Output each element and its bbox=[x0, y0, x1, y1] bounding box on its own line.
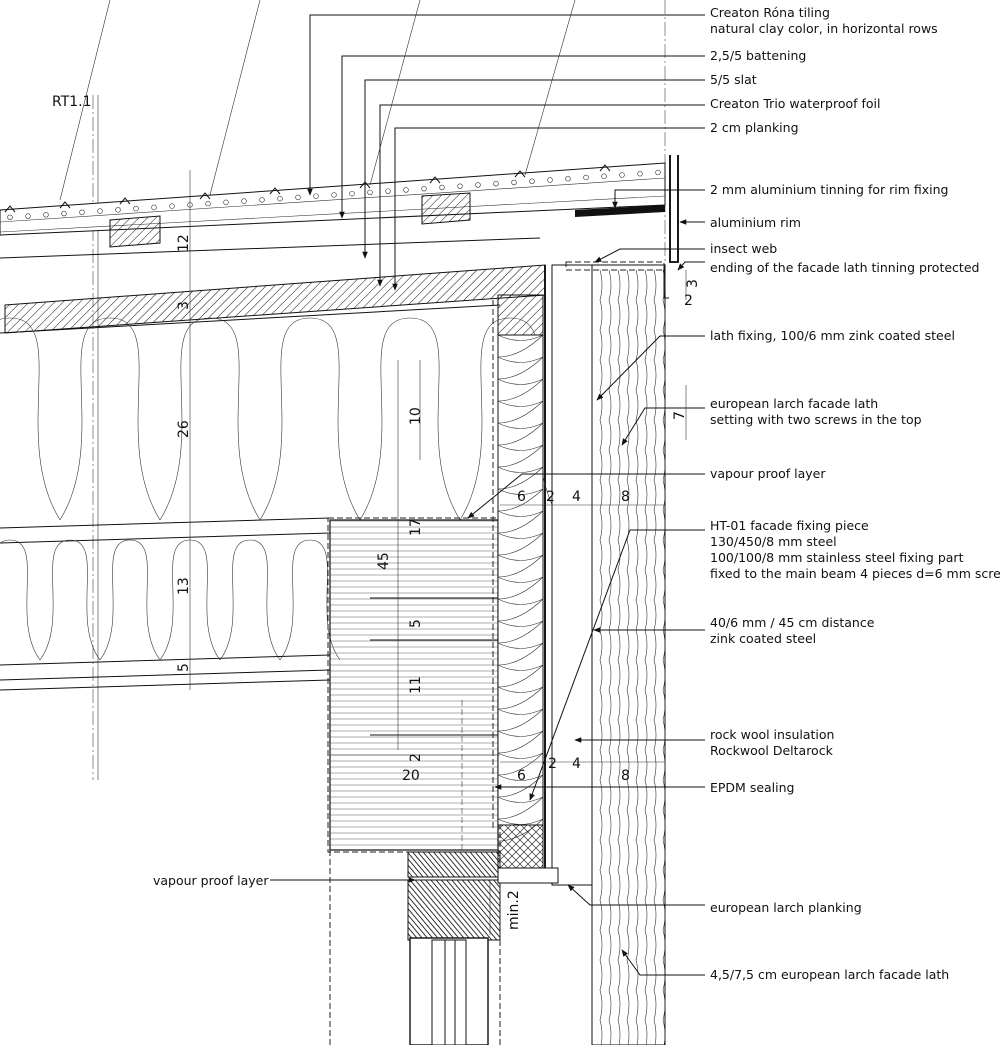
dim-26: 26 bbox=[176, 420, 192, 438]
label-tinning: 2 mm aluminium tinning for rim fixing bbox=[710, 182, 948, 197]
label-lath-fixing: lath fixing, 100/6 mm zink coated steel bbox=[710, 328, 955, 343]
dim-7: 7 bbox=[672, 411, 688, 420]
dim-17: 17 bbox=[408, 518, 424, 536]
dim-2-beam: 2 bbox=[408, 753, 424, 762]
label-facade-lath: 4,5/7,5 cm european larch facade lath bbox=[710, 967, 949, 982]
window-frame bbox=[329, 850, 559, 1045]
label-distance: 40/6 mm / 45 cm distance zink coated ste… bbox=[710, 615, 878, 646]
label-ht01: HT-01 facade fixing piece 130/450/8 mm s… bbox=[710, 518, 1000, 581]
battens bbox=[109, 192, 471, 248]
dim-11: 11 bbox=[408, 676, 424, 694]
dim-2-bottom: 2 bbox=[548, 756, 557, 772]
label-vapour-upper: vapour proof layer bbox=[710, 466, 826, 481]
label-epdm: EPDM sealing bbox=[710, 780, 795, 795]
dim-6-top: 6 bbox=[517, 489, 526, 505]
dim-10: 10 bbox=[408, 407, 424, 425]
dim-2-top: 2 bbox=[546, 489, 555, 505]
dim-3-roof: 3 bbox=[176, 301, 192, 310]
label-slat: 5/5 slat bbox=[710, 72, 757, 87]
dim-5-insulation: 5 bbox=[176, 663, 192, 672]
callout-labels: Creaton Róna tiling natural clay color, … bbox=[153, 5, 1000, 982]
label-planking: 2 cm planking bbox=[710, 120, 799, 135]
label-larch-lath: european larch facade lath setting with … bbox=[710, 396, 922, 427]
dimension-numbers: 12 3 26 10 17 45 13 5 5 11 2 20 6 2 4 8 … bbox=[176, 234, 701, 930]
reference-label: RT1.1 bbox=[52, 94, 92, 110]
dim-4-top: 4 bbox=[572, 489, 581, 505]
dim-13: 13 bbox=[176, 577, 192, 595]
rockwool-strip bbox=[492, 294, 544, 871]
dim-8-top: 8 bbox=[621, 489, 630, 505]
insulation-lower bbox=[0, 532, 341, 691]
roof-tiling bbox=[0, 0, 666, 236]
label-insect-web: insect web bbox=[710, 241, 777, 256]
dim-12: 12 bbox=[176, 234, 192, 252]
dim-45: 45 bbox=[376, 552, 392, 570]
dim-20: 20 bbox=[402, 768, 420, 784]
label-rim: aluminium rim bbox=[710, 215, 801, 230]
dim-3-rim: 3 bbox=[685, 279, 701, 288]
label-rockwool: rock wool insulation Rockwool Deltarock bbox=[710, 727, 838, 758]
label-tiling: Creaton Róna tiling natural clay color, … bbox=[710, 5, 938, 36]
label-foil: Creaton Trio waterproof foil bbox=[710, 96, 881, 111]
label-larch-planking: european larch planking bbox=[710, 900, 862, 915]
insulation-upper bbox=[0, 304, 561, 529]
label-battening: 2,5/5 battening bbox=[710, 48, 806, 63]
label-ending: ending of the facade lath tinning protec… bbox=[710, 260, 979, 275]
dim-5-beam: 5 bbox=[408, 619, 424, 628]
dim-8-bottom: 8 bbox=[621, 768, 630, 784]
main-beam bbox=[327, 517, 506, 853]
facade-lath bbox=[551, 261, 666, 1045]
dim-6-bottom: 6 bbox=[517, 768, 526, 784]
dim-min2: min.2 bbox=[506, 890, 522, 930]
dim-4-bottom: 4 bbox=[572, 756, 581, 772]
label-vapour-lower: vapour proof layer bbox=[153, 873, 269, 888]
dimension-lines bbox=[189, 170, 687, 935]
planking-layer bbox=[4, 264, 546, 868]
dim-2-rim: 2 bbox=[684, 293, 693, 309]
leader-lines bbox=[270, 14, 705, 976]
aluminium-rim bbox=[575, 155, 679, 299]
